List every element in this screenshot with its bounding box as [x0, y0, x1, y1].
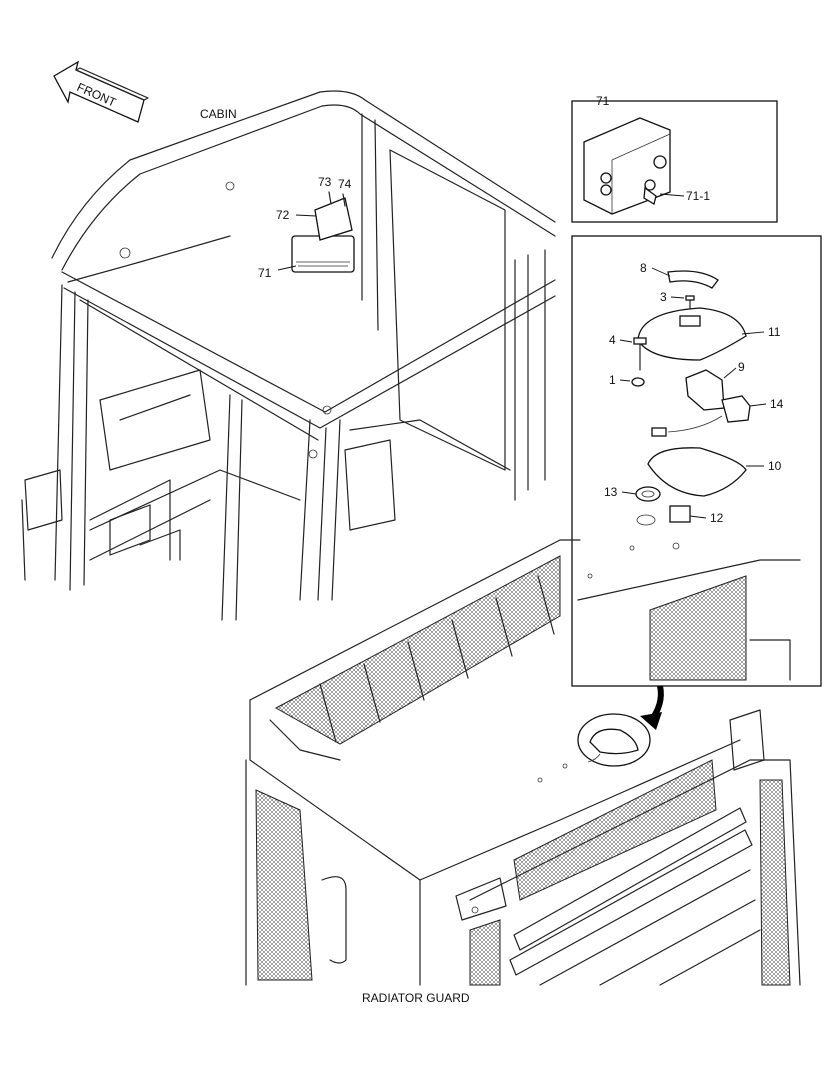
svg-text:73: 73 [318, 175, 332, 189]
svg-text:71: 71 [258, 266, 272, 280]
cabin-label: CABIN [200, 107, 237, 121]
callout-71: 71 [258, 265, 297, 280]
callout-74: 74 [338, 177, 352, 191]
inset-71-title: 71 [596, 94, 610, 108]
detail-pointer-arrow [577, 685, 664, 767]
callout-72: 72 [276, 208, 317, 222]
callout-12: 12 [710, 511, 724, 525]
svg-text:72: 72 [276, 208, 290, 222]
callout-8: 8 [640, 261, 647, 275]
callout-11: 11 [768, 325, 781, 339]
cabin-light-assembly [291, 191, 355, 273]
front-arrow-icon: FRONT [53, 60, 149, 123]
callout-9: 9 [738, 360, 745, 374]
callout-71-1: 71-1 [686, 189, 710, 203]
callout-73: 73 [318, 175, 332, 189]
cabin-frame [21, 90, 556, 621]
callout-10: 10 [768, 459, 782, 473]
hood-and-radiator-guard [245, 539, 801, 986]
svg-text:74: 74 [338, 177, 352, 191]
inset-lamp [571, 235, 822, 687]
callout-1: 1 [609, 373, 616, 387]
callout-14: 14 [770, 397, 784, 411]
callout-4: 4 [609, 333, 616, 347]
radiator-guard-label: RADIATOR GUARD [362, 991, 470, 1005]
callout-3: 3 [660, 290, 667, 304]
callout-13: 13 [604, 485, 618, 499]
inset-71 [571, 100, 778, 223]
